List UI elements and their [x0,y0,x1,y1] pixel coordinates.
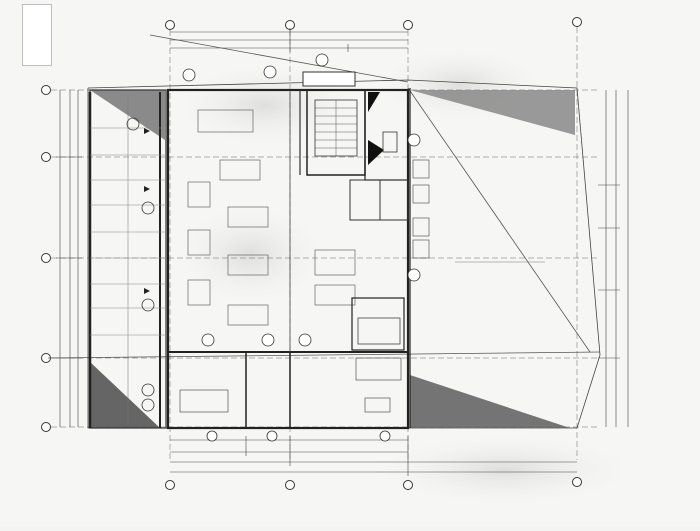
paper-shadow [365,432,645,508]
dimension-lines-right [598,90,629,427]
dining-furniture [187,109,356,326]
room-tags [182,53,421,442]
dimension-lines-top [170,28,408,52]
hatched-area [410,375,570,428]
hatched-area [90,362,160,428]
hatched-area [90,90,165,140]
boundary-diagonal [407,87,591,353]
dimension-lines-bottom [170,436,577,476]
grid-bubbles-bottom [165,477,582,490]
dimension-lines-left [56,90,82,427]
stair-core [302,71,366,176]
title-tag [22,4,52,66]
parking-area [88,89,167,429]
lower-rooms [179,352,402,428]
hatched-area [410,90,575,135]
site-boundary [87,79,601,429]
grid-bubbles-top [165,17,582,460]
service-rooms [349,89,409,351]
setback-line [47,351,601,359]
boundary-diagonal [149,34,409,83]
title-tag-text [23,5,51,19]
